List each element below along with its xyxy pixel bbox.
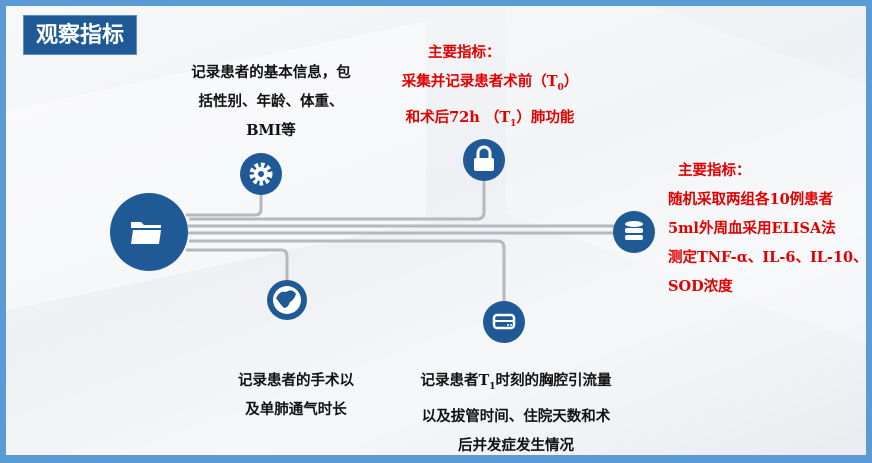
blood-line: 测定TNF-α、IL-6、IL-10、 [668, 249, 866, 266]
basic-info-line: 括性别、年龄、体重、 [198, 93, 344, 110]
surgery-line: 及单肺通气时长 [245, 401, 347, 418]
connector-drive [189, 239, 506, 306]
text: 记录患者T [420, 372, 490, 389]
blood-heading: 主要指标： [678, 162, 751, 179]
folder-icon [110, 193, 188, 271]
connector-globe [186, 248, 289, 286]
blood-line: 随机采取两组各10例患者 [668, 191, 834, 208]
globe-icon [267, 280, 307, 320]
lung-function-heading: 主要指标： [428, 44, 501, 61]
text: ）肺功能 [516, 108, 575, 126]
connector-lock [189, 176, 486, 221]
basic-info-text: 记录患者的基本信息，包 括性别、年龄、体重、 BMI等 [166, 58, 376, 145]
lock-icon [463, 139, 505, 181]
surgery-line: 记录患者的手术以 [238, 372, 354, 389]
gear-icon [240, 153, 282, 195]
drainage-line: 以及拔管时间、住院天数和术 [421, 407, 611, 425]
lung-function-line: 和术后72h （T1）肺功能 [390, 103, 590, 139]
page-title: 观察指标 [23, 15, 137, 55]
basic-info-line: BMI等 [246, 122, 296, 139]
blood-line: 5ml外周血采用ELISA法 [668, 220, 836, 237]
diagram [110, 139, 655, 343]
drainage-text: 记录患者T1时刻的胸腔引流量 以及拔管时间、住院天数和术 后并发症发生情况 [406, 366, 626, 455]
text: ） [563, 73, 579, 90]
blood-text: 主要指标： 随机采取两组各10例患者 5ml外周血采用ELISA法 测定TNF-… [668, 156, 866, 301]
database-icon [613, 211, 655, 253]
blood-line: SOD浓度 [668, 278, 733, 295]
lung-function-line: 采集并记录患者术前（T0） [390, 67, 590, 103]
surgery-text: 记录患者的手术以 及单肺通气时长 [216, 366, 376, 424]
drive-icon [483, 301, 525, 343]
subscript: 1 [489, 381, 496, 392]
text: 时刻的胸腔引流量 [495, 372, 612, 389]
drainage-line: 后并发症发生情况 [458, 436, 574, 454]
subscript: 0 [557, 82, 564, 93]
connector-gear [186, 194, 263, 217]
lung-function-text: 主要指标： 采集并记录患者术前（T0） 和术后72h （T1）肺功能 [390, 38, 590, 139]
text: 和术后72h （T [405, 108, 511, 126]
slide: 观察指标 记录患者的基本信息，包 括性别、年龄、体重、 BMI等 主要指标： 采… [6, 6, 866, 455]
text: 采集并记录患者术前（T [401, 73, 558, 90]
subscript: 1 [510, 118, 517, 129]
drainage-line: 记录患者T1时刻的胸腔引流量 [406, 366, 626, 402]
basic-info-line: 记录患者的基本信息，包 [191, 64, 351, 81]
